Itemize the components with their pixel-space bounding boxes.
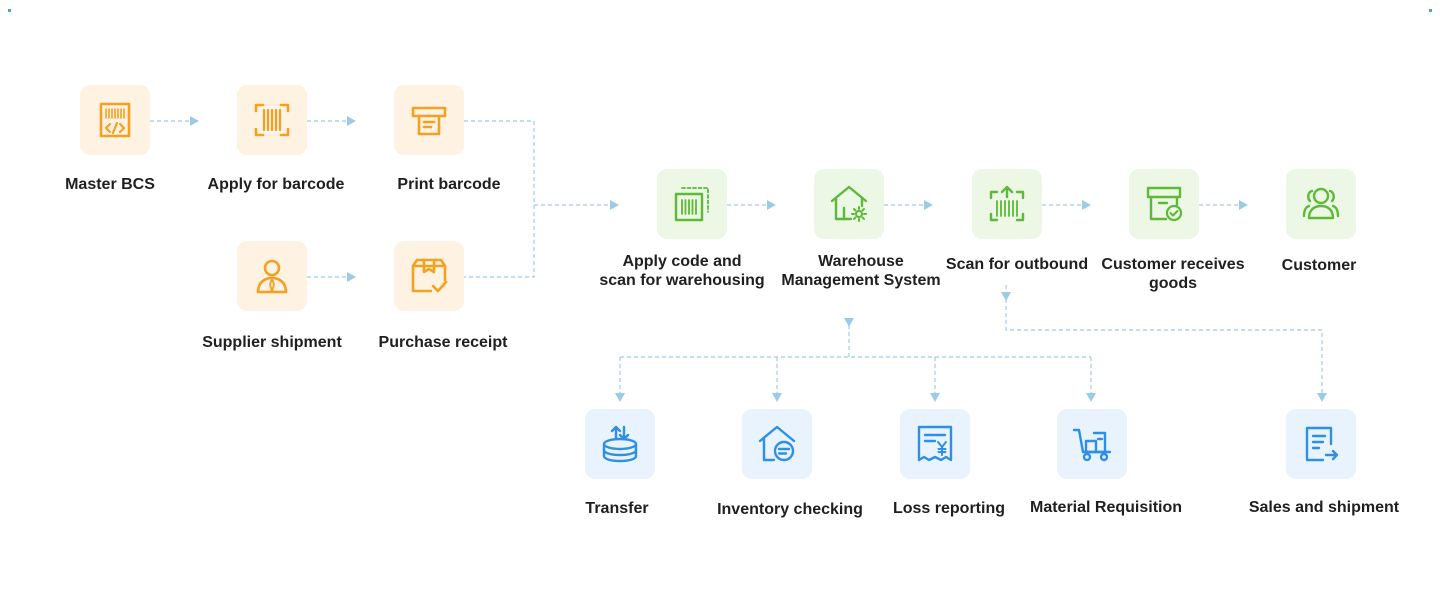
- package-check-icon: [411, 258, 448, 293]
- corner-mark-left: [8, 9, 11, 12]
- stack-transfer-icon: [602, 425, 638, 463]
- house-search-icon: [758, 425, 796, 462]
- arrowhead-sales: [1317, 393, 1327, 402]
- arrowhead-receives: [1082, 200, 1091, 210]
- arrowhead-outbound: [924, 200, 933, 210]
- arrowhead-material: [1086, 393, 1096, 402]
- node-label-supplier-shipment: Supplier shipment: [202, 334, 342, 351]
- node-purchase-receipt: [394, 241, 464, 311]
- node-label-apply-barcode: Apply for barcode: [207, 176, 345, 193]
- node-print-barcode: [394, 85, 464, 155]
- barcode-scan-icon: [254, 103, 290, 137]
- node-label-customer-receives: Customer receives goods: [1101, 256, 1245, 292]
- node-scan-outbound: [972, 169, 1042, 239]
- connector-outbound-to-sales: [1005, 285, 1323, 393]
- node-label-print-barcode: Print barcode: [397, 176, 501, 193]
- node-label-purchase-receipt: Purchase receipt: [378, 334, 508, 351]
- warehouse-gear-icon: [830, 185, 868, 222]
- arrowhead-apply: [190, 116, 199, 126]
- hand-truck-icon: [1072, 428, 1112, 462]
- supplier-person-icon: [256, 259, 288, 294]
- node-label-master-bcs: Master BCS: [65, 176, 155, 193]
- receipt-yen-icon: [917, 425, 953, 462]
- node-label-scan-outbound: Scan for outbound: [945, 256, 1089, 273]
- node-customer: [1286, 169, 1356, 239]
- node-sales-shipment: [1286, 409, 1356, 479]
- arrowhead-outbound-down: [1001, 292, 1011, 301]
- arrowhead-print: [347, 116, 356, 126]
- corner-mark-right: [1429, 9, 1432, 12]
- node-inventory-checking: [742, 409, 812, 479]
- node-label-apply-code-scan: Apply code and scan for warehousing: [599, 253, 765, 289]
- barcode-upload-icon: [989, 185, 1025, 222]
- node-label-wms: Warehouse Management System: [781, 253, 941, 289]
- barcode-code-icon: [99, 102, 131, 138]
- node-label-material-requisition: Material Requisition: [1029, 499, 1183, 516]
- arrowhead-loss: [930, 393, 940, 402]
- arrowhead-transfer: [615, 393, 625, 402]
- node-label-sales-shipment: Sales and shipment: [1248, 499, 1400, 516]
- node-apply-code-scan: [657, 169, 727, 239]
- connector-print-to-junction: [464, 120, 535, 278]
- node-material-requisition: [1057, 409, 1127, 479]
- arrowhead-wms: [767, 200, 776, 210]
- node-wms: [814, 169, 884, 239]
- box-check-icon: [1146, 186, 1183, 222]
- connectors: [150, 120, 1323, 393]
- node-loss-reporting: [900, 409, 970, 479]
- node-label-transfer: Transfer: [585, 500, 649, 517]
- arrowhead-purchase: [347, 272, 356, 282]
- arrowhead-inventory: [772, 393, 782, 402]
- arrowhead-wms-down: [844, 318, 854, 327]
- node-supplier-shipment: [237, 241, 307, 311]
- arrowheads: [190, 116, 1327, 402]
- node-label-customer: Customer: [1281, 257, 1357, 274]
- node-customer-receives: [1129, 169, 1199, 239]
- document-arrow-icon: [1305, 426, 1339, 462]
- barcode-frame-icon: [674, 187, 709, 222]
- arrowhead-customer: [1239, 200, 1248, 210]
- node-master-bcs: [80, 85, 150, 155]
- printer-icon: [411, 106, 447, 136]
- node-label-inventory-checking: Inventory checking: [717, 501, 863, 518]
- node-apply-barcode: [237, 85, 307, 155]
- users-icon: [1302, 187, 1340, 220]
- node-label-loss-reporting: Loss reporting: [892, 500, 1005, 517]
- arrowhead-apply-code: [610, 200, 619, 210]
- node-transfer: [585, 409, 655, 479]
